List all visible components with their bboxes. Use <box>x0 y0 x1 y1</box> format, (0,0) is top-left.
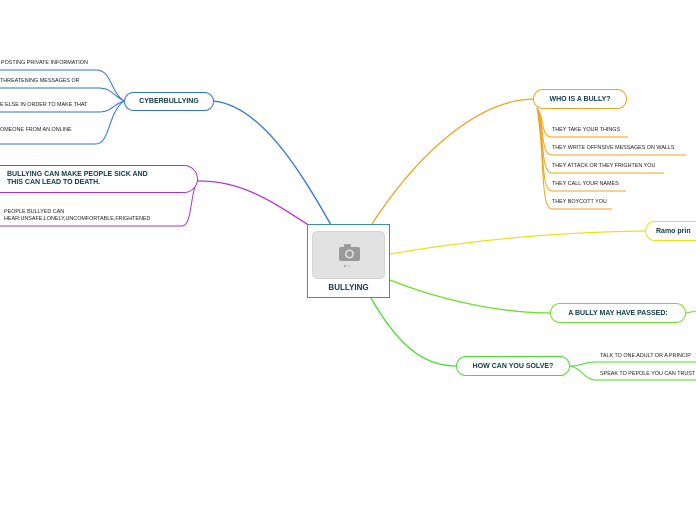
who-leaf-2[interactable]: THEY WRITE OFFNSIVE MESSAGES ON WALLS <box>552 145 675 151</box>
link-cyberbullying <box>212 100 332 226</box>
sick-leaf-line-2: HEAR:UNSAFE,LONELY,UNCOMFORTABLE,FRIGHTE… <box>4 215 151 222</box>
link-cyber-leaf-2 <box>0 87 125 102</box>
topic-who-is-a-bully[interactable]: WHO IS A BULLY? <box>533 89 627 109</box>
link-cyber-leaf-1 <box>0 69 125 102</box>
link-cyber-leaf-3 <box>0 100 125 113</box>
link-passed-out <box>685 310 696 314</box>
topic-sick-line-1: BULLYING CAN MAKE PEOPLE SICK AND <box>7 171 148 178</box>
topic-how-can-you-solve[interactable]: HOW CAN YOU SOLVE? <box>456 356 570 376</box>
link-who-leaf-5 <box>536 107 612 210</box>
central-title: BULLYING <box>328 283 369 292</box>
link-who-leaf-3 <box>536 107 664 174</box>
link-cyber-leaf-4 <box>0 100 125 145</box>
topic-cyberbullying-label: CYBERBULLYING <box>139 98 199 105</box>
link-passed <box>389 279 551 314</box>
topic-sick-line-2: THIS CAN LEAD TO DEATH. <box>7 179 101 186</box>
central-topic[interactable]: BULLYING <box>307 224 390 298</box>
who-leaf-3[interactable]: THEY ATTACK OR THEY FRIGHTEN YOU <box>552 163 656 169</box>
cyber-leaf-2[interactable]: THREATENING MESSAGES OR <box>0 78 80 84</box>
cyber-leaf-4[interactable]: OMEONE FROM AN ONLINE <box>0 127 72 133</box>
image-placeholder <box>312 231 385 279</box>
link-solve-leaf-1 <box>569 361 696 367</box>
topic-who-label: WHO IS A BULLY? <box>549 95 611 103</box>
solve-leaf-2[interactable]: SPEAK TO PEPOLE YOU CAN TRUST <box>600 371 696 377</box>
link-sick <box>196 180 311 227</box>
topic-sick[interactable]: BULLYING CAN MAKE PEOPLE SICK AND THIS C… <box>0 165 198 193</box>
who-leaf-1[interactable]: THEY TAKE YOUR THINGS <box>552 127 621 133</box>
link-ramo <box>389 230 646 255</box>
who-leaf-4[interactable]: THEY CALL YOUR NAMES <box>552 181 619 187</box>
link-who <box>371 98 534 225</box>
cyber-leaf-1[interactable]: POSTING PRIVATE INFORMATION <box>1 60 88 66</box>
who-leaf-5[interactable]: THEY BOYCOTT YOU <box>552 199 607 205</box>
cyber-leaf-3[interactable]: E ELSE IN ORDER TO MAKE THAT <box>0 102 88 108</box>
solve-leaf-1[interactable]: TALK TO ONE ADULT OR A PRINCIP <box>600 353 691 359</box>
sick-leaf[interactable]: PEOPLE BULLYED CAN HEAR:UNSAFE,LONELY,UN… <box>4 209 150 222</box>
topic-bully-may-have-passed[interactable]: A BULLY MAY HAVE PASSED: <box>550 303 686 323</box>
topic-solve-label: HOW CAN YOU SOLVE? <box>472 362 554 370</box>
link-solve-leaf-2 <box>569 365 696 381</box>
sick-leaf-line-1: PEOPLE BULLYED CAN <box>4 209 65 215</box>
link-solve <box>370 297 457 367</box>
topic-ramo-label: Ramo prin <box>656 227 691 235</box>
topic-passed-label: A BULLY MAY HAVE PASSED: <box>568 309 668 317</box>
camera-icon <box>339 244 360 267</box>
topic-cyberbullying[interactable]: CYBERBULLYING <box>124 92 214 111</box>
link-who-leaf-1 <box>536 107 628 138</box>
topic-ramo-prin[interactable]: Ramo prin <box>645 221 696 241</box>
link-who-leaf-2 <box>536 107 686 156</box>
